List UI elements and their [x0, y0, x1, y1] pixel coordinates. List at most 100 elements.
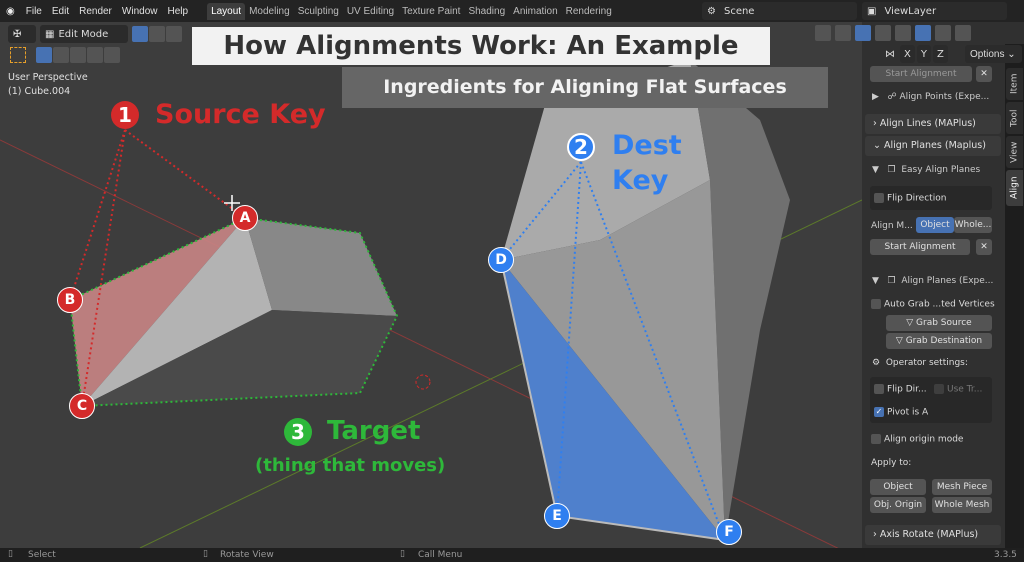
- visibility-icon[interactable]: [815, 25, 831, 41]
- gizmo-icon[interactable]: [835, 25, 851, 41]
- use-tr-label: Use Tr...: [947, 384, 983, 395]
- xray-icon[interactable]: [875, 25, 891, 41]
- edge-select-icon[interactable]: [149, 26, 165, 42]
- tab-modeling[interactable]: Modeling: [249, 5, 290, 17]
- overlay-icon[interactable]: [855, 25, 871, 41]
- align-lines-panel[interactable]: › Align Lines (MAPlus): [865, 114, 1001, 134]
- point-d: D: [488, 247, 514, 273]
- grab-destination-button[interactable]: ▽ Grab Destination: [886, 333, 992, 349]
- menu-file[interactable]: File: [25, 5, 42, 17]
- version-label: 3.3.5: [994, 550, 1017, 560]
- select-extend-icon[interactable]: [53, 47, 69, 63]
- wireframe-shading-icon[interactable]: [895, 25, 911, 41]
- align-mode-whole[interactable]: Whole...: [954, 217, 992, 233]
- vertex-select-icon[interactable]: [132, 26, 148, 42]
- sidebar-panel: Start Alignment ✕ ▶ ☍ Align Points (Expe…: [862, 44, 1005, 548]
- status-call-menu: Call Menu: [418, 550, 463, 560]
- align-planes-panel[interactable]: ⌄ Align Planes (Maplus): [865, 136, 1001, 156]
- dest-face-1: [501, 60, 710, 260]
- align-points-label: Align Points (Expe...: [899, 92, 990, 102]
- menu-help[interactable]: Help: [167, 5, 189, 17]
- easy-align-planes-subpanel[interactable]: ▼ ❐ Easy Align Planes: [872, 165, 981, 175]
- tab-view[interactable]: View: [1006, 136, 1023, 168]
- apply-mesh-piece-button[interactable]: Mesh Piece: [932, 479, 992, 495]
- point-c: C: [69, 393, 95, 419]
- point-a: A: [232, 205, 258, 231]
- select-tool-icon[interactable]: [10, 47, 26, 63]
- 3d-viewport[interactable]: [0, 22, 862, 548]
- tab-texture-paint[interactable]: Texture Paint: [402, 5, 461, 17]
- tab-align[interactable]: Align: [1006, 170, 1023, 206]
- rendered-shading-icon[interactable]: [955, 25, 971, 41]
- tab-layout[interactable]: Layout: [207, 2, 246, 20]
- source-key-badge: 1: [111, 101, 139, 129]
- use-tr-checkbox[interactable]: Use Tr...: [934, 384, 982, 395]
- view-layer-name[interactable]: ViewLayer: [884, 5, 937, 17]
- auto-grab-checkbox[interactable]: Auto Grab ...ted Vertices: [871, 299, 995, 310]
- menu-edit[interactable]: Edit: [51, 5, 70, 17]
- viewport-scene: [0, 60, 862, 548]
- viewport-shading-controls: [815, 25, 972, 41]
- flip-direction-checkbox[interactable]: Flip Direction: [874, 193, 946, 204]
- axis-y-toggle[interactable]: Y: [916, 45, 931, 63]
- mouse-left-icon: ▯: [8, 549, 13, 559]
- scene-name[interactable]: Scene: [723, 5, 755, 17]
- tab-rendering[interactable]: Rendering: [565, 5, 612, 17]
- 3d-cursor-icon: [415, 374, 431, 390]
- align-points-subpanel[interactable]: ▶ ☍ Align Points (Expe...: [872, 92, 990, 102]
- sidebar-tabs: Item Tool View Align: [1005, 44, 1024, 548]
- options-dropdown[interactable]: Options ⌄: [965, 45, 1022, 63]
- view-layer-selector[interactable]: ▣ ViewLayer: [862, 2, 1007, 20]
- tab-item[interactable]: Item: [1006, 68, 1023, 100]
- subtitle-banner: Ingredients for Aligning Flat Surfaces: [342, 67, 828, 108]
- start-alignment-button[interactable]: Start Alignment: [870, 239, 970, 255]
- apply-object-button[interactable]: Object: [870, 479, 926, 495]
- dest-face-3: [501, 180, 725, 540]
- flip-dir-checkbox[interactable]: Flip Dir...: [874, 384, 927, 395]
- pivot-is-a-checkbox[interactable]: ✓Pivot is A: [874, 407, 929, 418]
- apply-obj-origin-button[interactable]: Obj. Origin: [870, 497, 926, 513]
- tab-tool[interactable]: Tool: [1006, 102, 1023, 134]
- tab-animation[interactable]: Animation: [513, 5, 558, 17]
- axis-x-toggle[interactable]: X: [900, 45, 915, 63]
- cube-icon: ❐: [887, 165, 896, 175]
- apply-to-label: Apply to:: [871, 458, 912, 468]
- align-origin-mode-checkbox[interactable]: Align origin mode: [871, 434, 963, 445]
- select-intersect-icon[interactable]: [104, 47, 120, 63]
- face-select-icon[interactable]: [166, 26, 182, 42]
- start-alignment-top-button[interactable]: Start Alignment: [870, 66, 972, 82]
- select-new-icon[interactable]: [36, 47, 52, 63]
- start-alignment-label: Start Alignment: [884, 242, 956, 252]
- axis-rotate-panel[interactable]: › Axis Rotate (MAPlus): [865, 525, 1001, 545]
- select-invert-icon[interactable]: [87, 47, 103, 63]
- grab-source-button[interactable]: ▽ Grab Source: [886, 315, 992, 331]
- dest-key-badge: 2: [567, 133, 595, 161]
- axis-z-toggle[interactable]: Z: [932, 45, 948, 63]
- scene-selector[interactable]: ⚙ Scene: [702, 2, 857, 20]
- editor-type-button[interactable]: ✠: [8, 25, 36, 43]
- mode-selector[interactable]: ▦ Edit Mode: [40, 25, 128, 43]
- tab-shading[interactable]: Shading: [468, 5, 506, 17]
- material-shading-icon[interactable]: [935, 25, 951, 41]
- source-face: [70, 218, 245, 406]
- tab-sculpting[interactable]: Sculpting: [297, 5, 339, 17]
- blender-logo-icon[interactable]: ◉: [6, 5, 15, 17]
- cancel-top-button[interactable]: ✕: [976, 66, 992, 82]
- cancel-alignment-button[interactable]: ✕: [976, 239, 992, 255]
- apply-whole-mesh-button[interactable]: Whole Mesh: [932, 497, 992, 513]
- mode-label[interactable]: Edit Mode: [58, 28, 109, 40]
- status-select: Select: [28, 550, 56, 560]
- align-planes-expert-subpanel[interactable]: ▼ ❐ Align Planes (Expe...: [872, 276, 994, 286]
- menu-window[interactable]: Window: [121, 5, 158, 17]
- menu-render[interactable]: Render: [79, 5, 112, 17]
- select-subtract-icon[interactable]: [70, 47, 86, 63]
- editor-type-icon: ✠: [13, 28, 22, 40]
- operator-settings-label: Operator settings:: [885, 358, 968, 368]
- target-label: Target: [327, 416, 421, 446]
- align-mode-object[interactable]: Object: [916, 217, 954, 233]
- target-face-bottom: [82, 310, 397, 406]
- solid-shading-icon[interactable]: [915, 25, 931, 41]
- point-e: E: [544, 503, 570, 529]
- mouse-middle-icon: ▯: [203, 549, 208, 559]
- tab-uv-editing[interactable]: UV Editing: [346, 5, 395, 17]
